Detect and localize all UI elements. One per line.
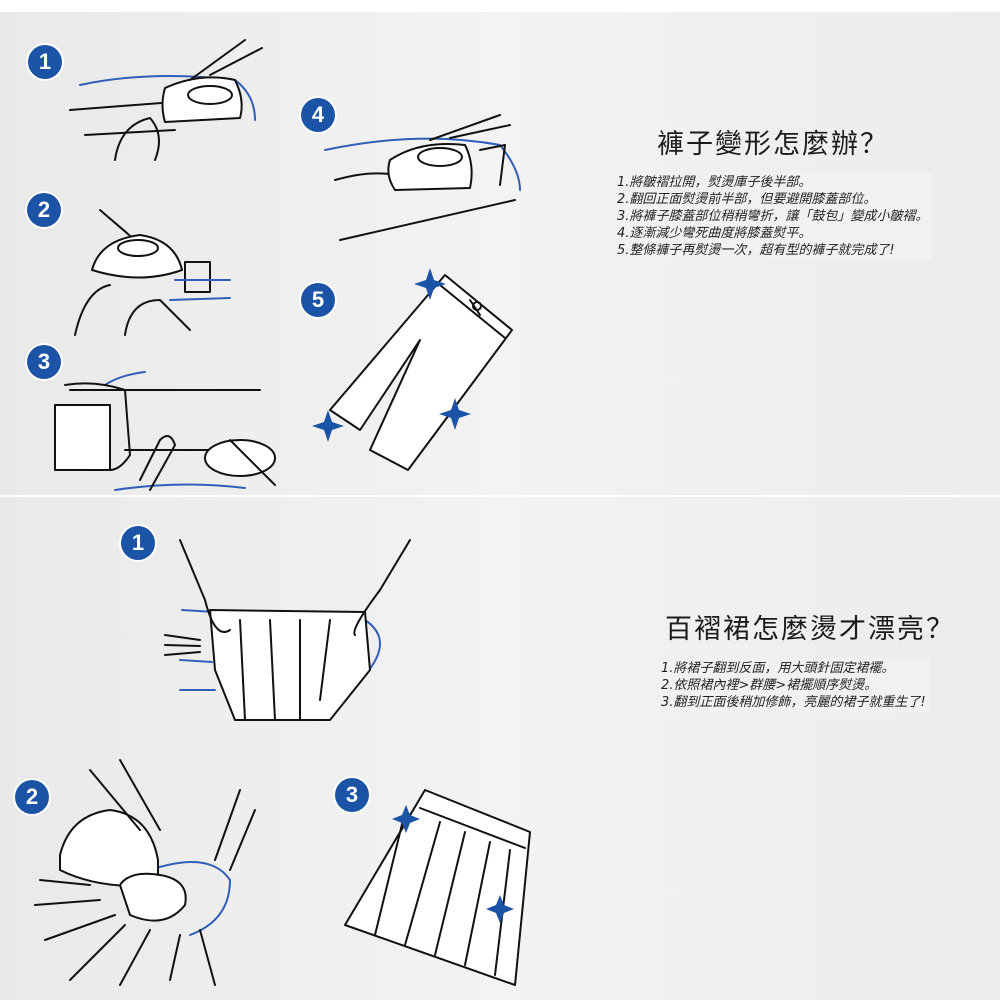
iron-pants-knee-illustration [54, 371, 276, 491]
pin-skirt-hem-illustration [164, 539, 411, 721]
pants-section-title: 褲子變形怎麼辦？ [657, 129, 889, 160]
finished-pleated-skirt-illustration [344, 789, 531, 986]
step-badge-3: 3 [27, 345, 61, 379]
iron-pants-back-illustration [69, 39, 263, 161]
step-badge-4: 4 [301, 98, 335, 132]
pants-step: 2.翻回正面熨燙前半部，但要避開膝蓋部位。 [617, 192, 877, 207]
pants-step: 4.逐漸減少彎死曲度將膝蓋熨平。 [617, 226, 812, 241]
pants-step: 5.整條褲子再熨燙一次，超有型的褲子就完成了! [617, 243, 895, 258]
skirt-step-badge-3: 3 [335, 778, 369, 812]
pants-step: 3.將褲子膝蓋部位稍稍彎折，讓「鼓包」變成小皺褶。 [617, 209, 929, 224]
skirt-step: 2.依照裙內裡>群腰>裙擺順序熨燙。 [661, 678, 878, 693]
finished-pants-illustration [312, 268, 513, 471]
step-badge-5: 5 [301, 283, 335, 317]
step-badge-1: 1 [28, 45, 62, 79]
skirt-step: 3.翻到正面後稍加修飾，亮麗的裙子就重生了! [661, 695, 926, 710]
iron-pants-flat-illustration [324, 114, 521, 241]
skirt-section-title: 百褶裙怎麼燙才漂亮？ [665, 614, 955, 645]
skirt-steps-list: 1.將裙子翻到反面，用大頭針固定裙襬。 2.依照裙內裡>群腰>裙擺順序熨燙。 3… [657, 658, 930, 713]
pants-step: 1.將皺褶拉開，熨燙庫子後半部。 [617, 175, 812, 190]
iron-skirt-illustration [34, 759, 256, 986]
pants-steps-list: 1.將皺褶拉開，熨燙庫子後半部。 2.翻回正面熨燙前半部，但要避開膝蓋部位。 3… [613, 172, 933, 261]
skirt-step-badge-1: 1 [121, 526, 155, 560]
iron-pants-front-illustration [74, 209, 231, 336]
skirt-step: 1.將裙子翻到反面，用大頭針固定裙襬。 [661, 661, 895, 676]
skirt-step-badge-2: 2 [15, 780, 49, 814]
step-badge-2: 2 [27, 193, 61, 227]
